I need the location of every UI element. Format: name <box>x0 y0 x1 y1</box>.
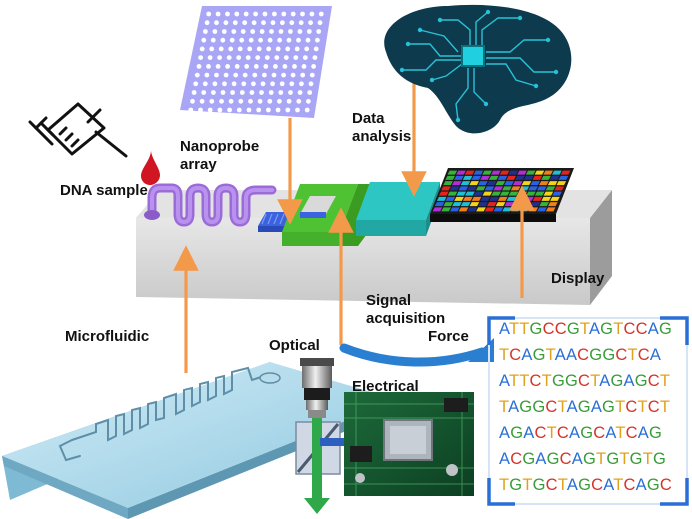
chip-display-block <box>430 168 574 222</box>
microscope-icon <box>295 358 360 514</box>
blood-drop-icon <box>141 150 160 185</box>
dna-sequence-line: ACGAGCAGTGTGTG <box>499 450 667 468</box>
label-dna-sample: DNA sample <box>60 182 148 199</box>
dna-sequence-line: TAGGCTAGAGTCTCT <box>499 398 671 416</box>
sequence-frame <box>487 316 689 506</box>
dna-sequence-line: TCAGTAACGGCTCA <box>499 346 662 364</box>
label-microfluidic: Microfluidic <box>65 328 150 345</box>
dna-sequence-line: ATTGCCGTAGTCCAG <box>499 320 673 338</box>
label-signal-acquisition-text: Signal acquisition <box>366 292 446 327</box>
label-nanoprobe-text: Nanoprobe array <box>180 138 260 173</box>
label-optical: Optical <box>269 337 320 354</box>
flow-arrows <box>173 70 535 373</box>
label-data-analysis: Data analysis <box>352 110 411 146</box>
chip-microfluidic-channel <box>144 183 277 227</box>
dna-sequence-line: TGTGCTAGCATCAGC <box>499 476 673 494</box>
label-nanoprobe-array: Nanoprobe array <box>180 138 259 174</box>
label-data-analysis-text: Data analysis <box>352 110 412 145</box>
label-signal-acquisition: Signal acquisition <box>366 292 445 328</box>
dna-sequence-panel: ATTGCCGTAGTCCAG TCAGTAACGGCTCA ATTCTGGCTAG… <box>489 315 685 505</box>
dna-sequence-line: ATTCTGGCTAGAGCT <box>499 372 671 390</box>
syringe-icon <box>28 102 128 158</box>
brain-circuit-icon <box>384 4 572 134</box>
label-display: Display <box>551 270 605 287</box>
chip-analysis-block <box>356 182 440 236</box>
force-arc <box>339 343 487 367</box>
label-force: Force <box>428 328 469 345</box>
label-electrical: Electrical <box>352 378 419 395</box>
nanoprobe-array-image <box>180 6 332 118</box>
dna-sequence-line: AGACTCAGCATCAG <box>499 424 663 442</box>
circuit-board-icon <box>344 392 474 496</box>
